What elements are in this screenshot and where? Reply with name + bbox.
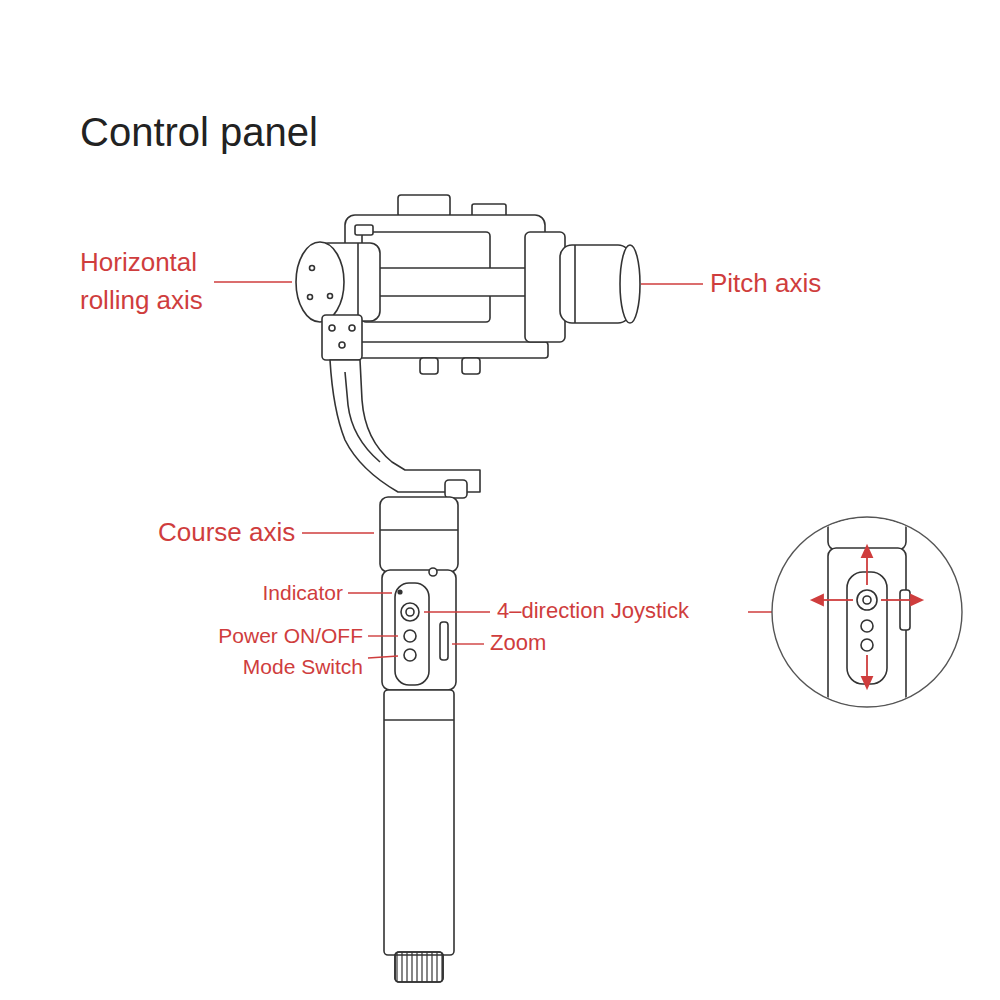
- pitch-bracket: [525, 232, 565, 342]
- part-label: Mode Switch: [243, 654, 363, 679]
- part-label: Indicator: [262, 580, 343, 605]
- part-label: Zoom: [490, 630, 546, 656]
- part-label: Horizontal rolling axis: [80, 244, 230, 319]
- part-label: Power ON/OFF: [218, 623, 363, 648]
- mode-button: [404, 649, 416, 661]
- joystick: [401, 603, 419, 621]
- clamp-knob: [445, 480, 467, 498]
- title: Control panel: [80, 108, 318, 156]
- gimbal-arm: [330, 360, 480, 492]
- joystick-inset: [772, 490, 962, 768]
- grip: [384, 690, 454, 955]
- part-label: Pitch axis: [710, 268, 821, 299]
- roll-bracket: [322, 315, 362, 360]
- control-panel: [395, 583, 429, 685]
- zoom-slider: [440, 622, 448, 660]
- part-label: Course axis: [158, 517, 295, 548]
- roll-motor-face: [296, 242, 344, 322]
- viewfinder: [398, 195, 450, 217]
- control-section: [382, 570, 456, 690]
- part-label: 4–direction Joystick: [497, 598, 689, 624]
- bottom-cap: [395, 952, 443, 982]
- power-button: [404, 630, 416, 642]
- camera-plate: [352, 342, 548, 358]
- leader-lines: [214, 282, 782, 658]
- course-motor: [380, 497, 458, 572]
